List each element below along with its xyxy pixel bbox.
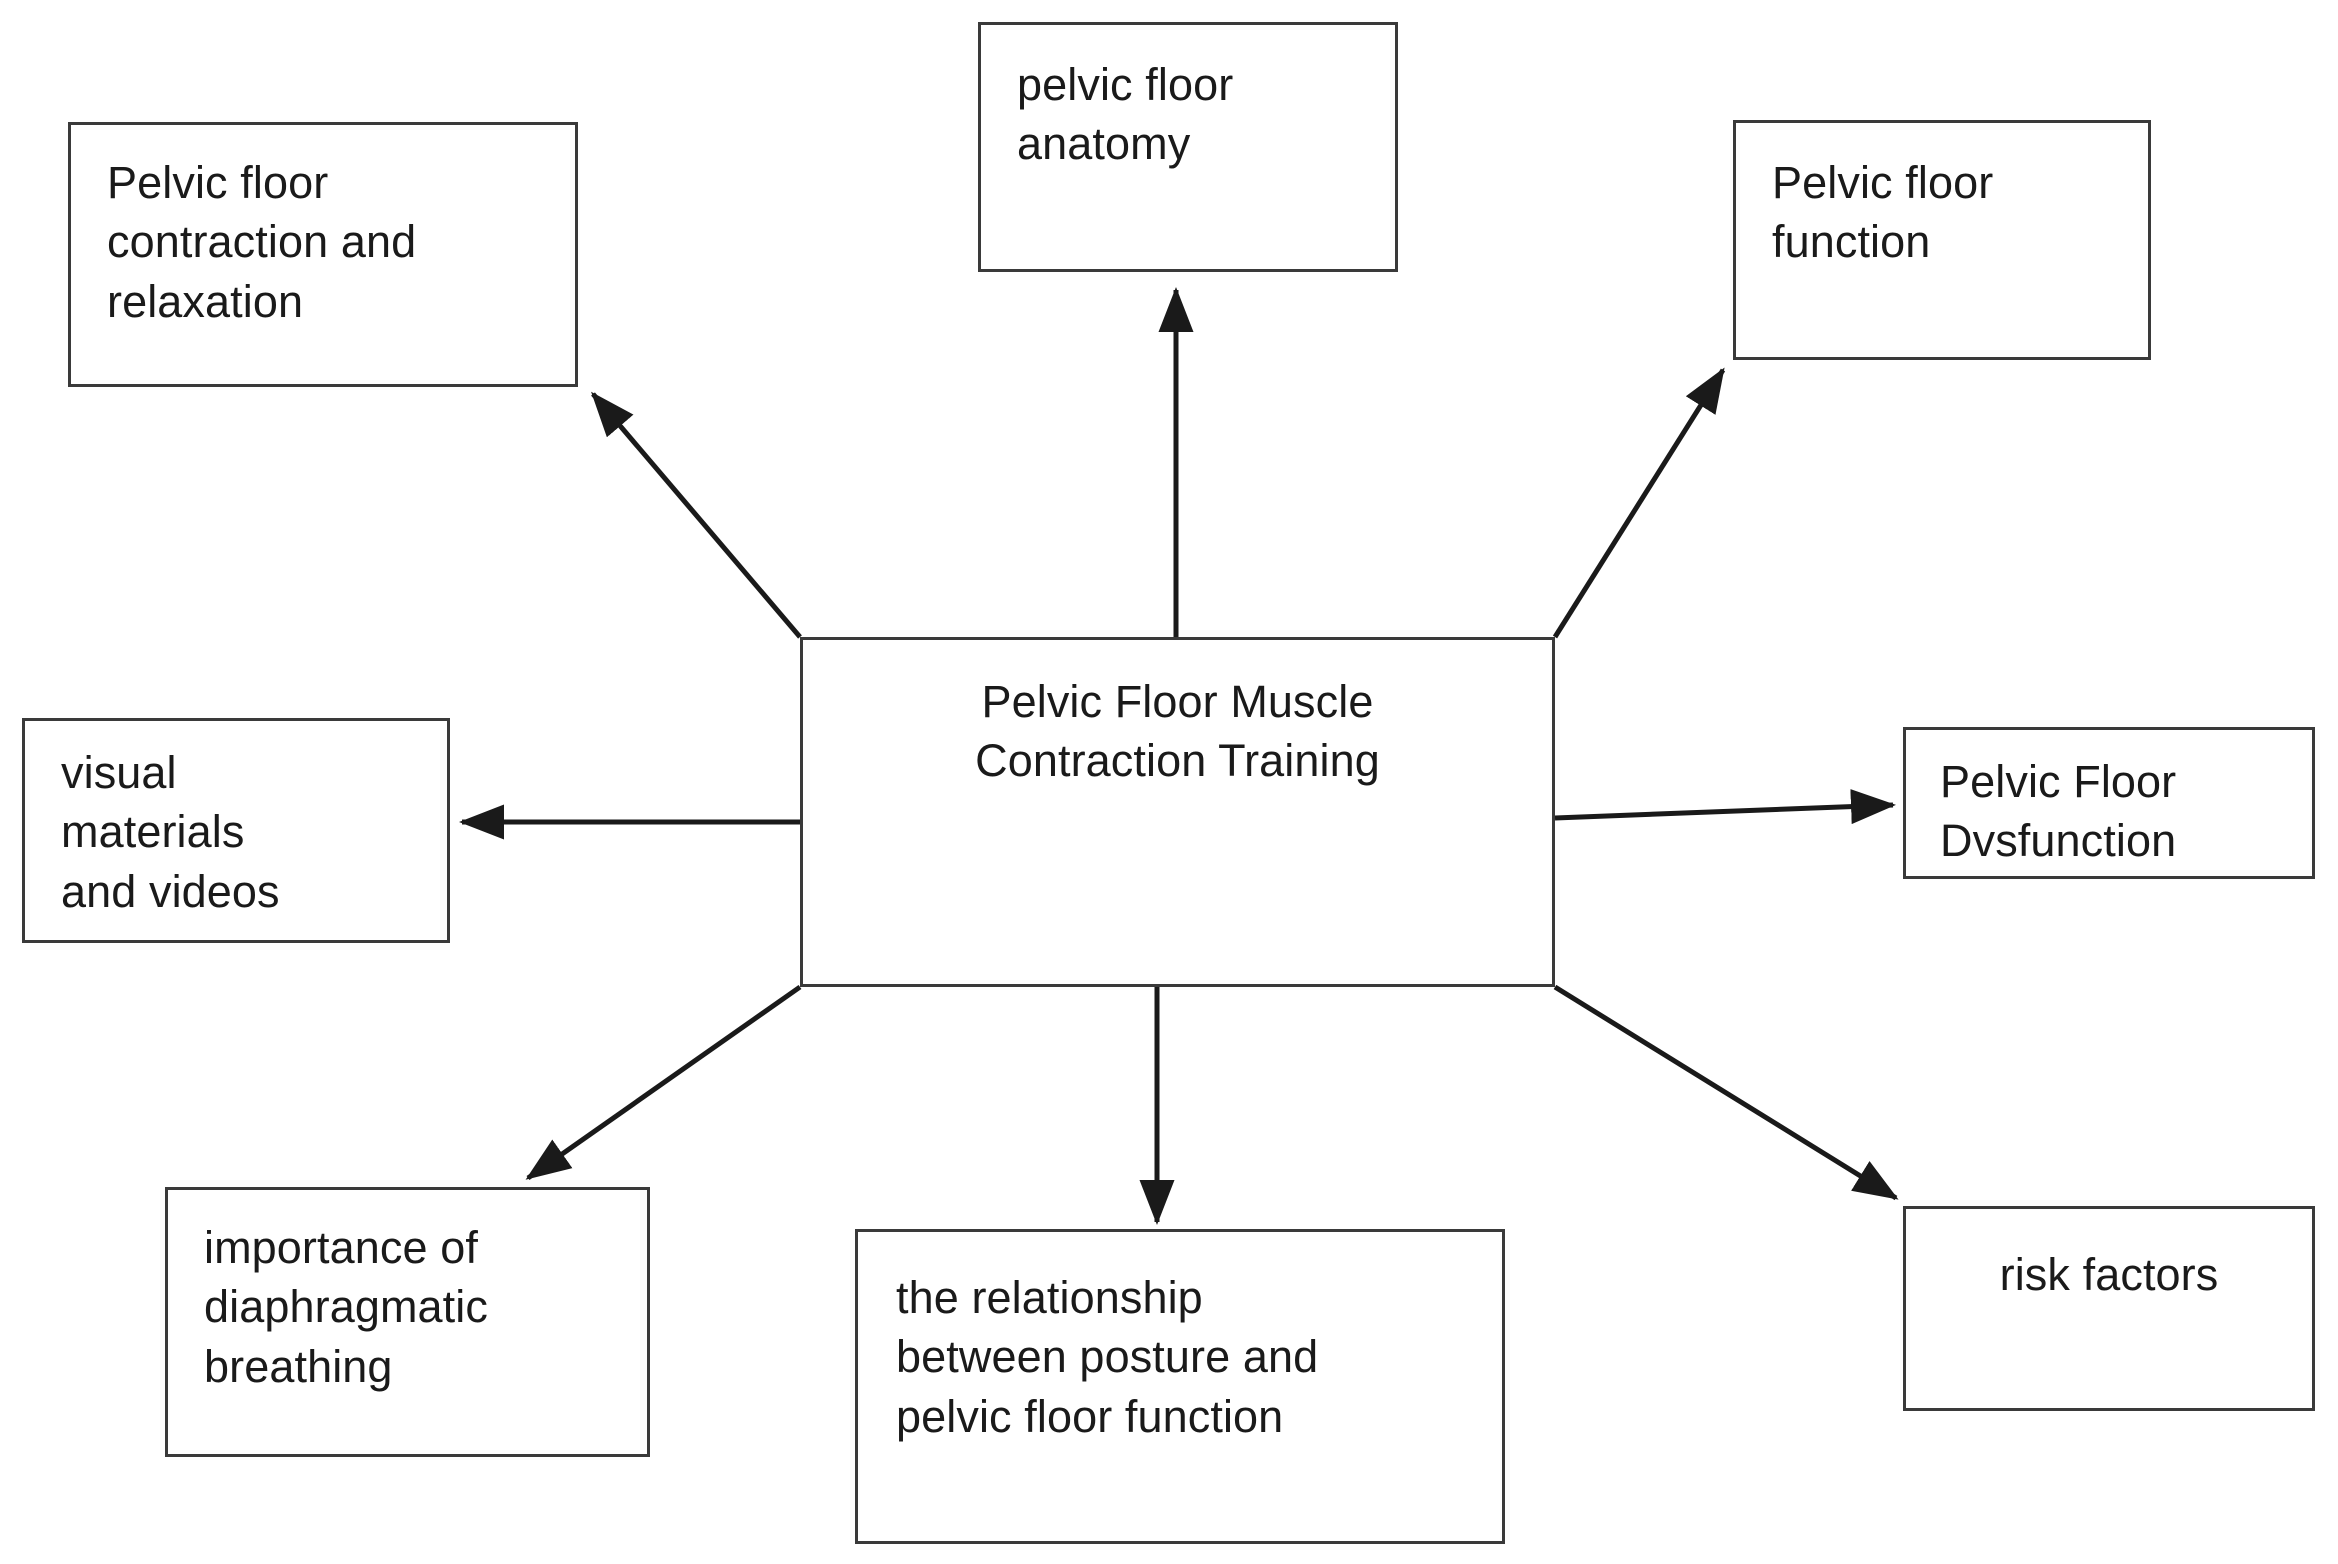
edge-center-to-breathing <box>525 984 802 1181</box>
node-pelvic-floor-function[interactable]: Pelvic floor function <box>1733 120 2151 360</box>
node-risk-label: risk factors <box>1999 1249 2219 1300</box>
node-relationship-between-posture-and-pelvic-floor-function[interactable]: the relationship between posture and pel… <box>855 1229 1505 1544</box>
node-function-label: Pelvic floor function <box>1772 157 1994 268</box>
node-pelvic-floor-dysfunction[interactable]: Pelvic Floor Dvsfunction <box>1903 727 2315 879</box>
node-dysfunction-label: Pelvic Floor Dvsfunction <box>1940 756 2177 867</box>
node-visual-label: visual materials and videos <box>61 747 280 917</box>
node-posture-label: the relationship between posture and pel… <box>896 1272 1319 1442</box>
edge-center-to-contraction <box>591 391 802 639</box>
edge-center-to-dysfunction <box>1554 789 1896 825</box>
node-contraction-label: Pelvic floor contraction and relaxation <box>107 157 417 327</box>
node-pelvic-floor-anatomy[interactable]: pelvic floor anatomy <box>978 22 1398 272</box>
node-visual-materials-and-videos[interactable]: visual materials and videos <box>22 718 450 943</box>
edge-center-to-risk <box>1553 984 1899 1201</box>
node-center-label: Pelvic Floor Muscle Contraction Training <box>975 676 1380 787</box>
node-pelvic-floor-contraction-and-relaxation[interactable]: Pelvic floor contraction and relaxation <box>68 122 578 387</box>
node-anatomy-label: pelvic floor anatomy <box>1017 59 1234 170</box>
edge-center-to-function <box>1552 367 1726 639</box>
node-center-pelvic-floor-muscle-contraction-training[interactable]: Pelvic Floor Muscle Contraction Training <box>800 637 1555 987</box>
node-importance-of-diaphragmatic-breathing[interactable]: importance of diaphragmatic breathing <box>165 1187 650 1457</box>
node-risk-factors[interactable]: risk factors <box>1903 1206 2315 1411</box>
node-breathing-label: importance of diaphragmatic breathing <box>204 1222 488 1392</box>
